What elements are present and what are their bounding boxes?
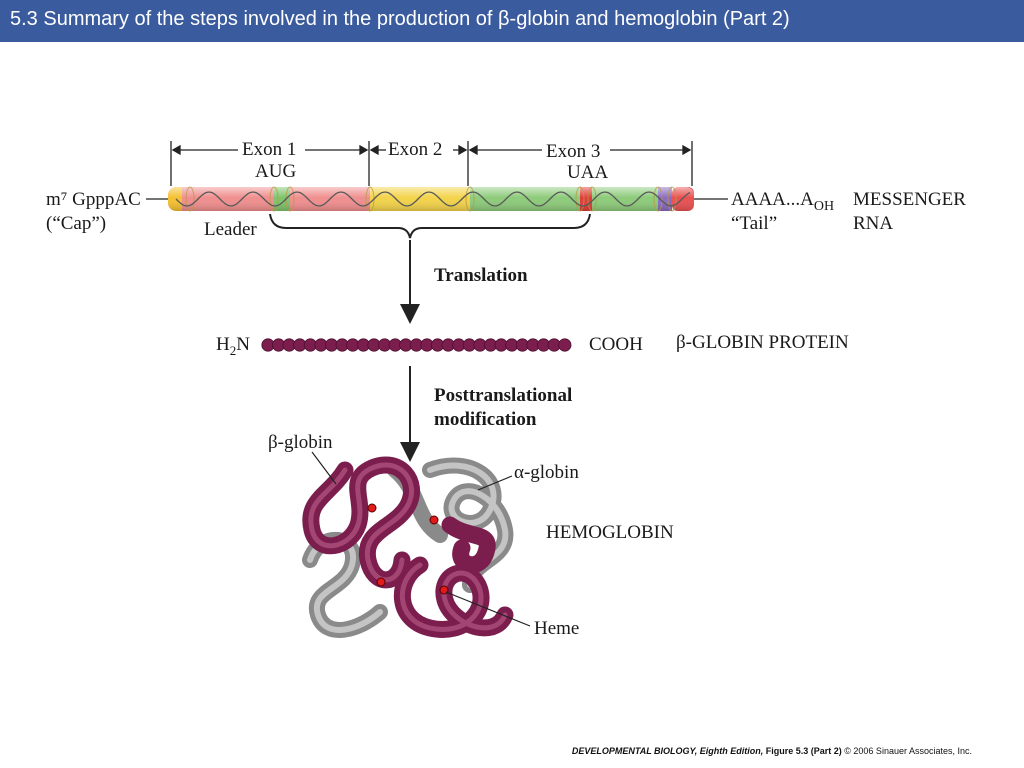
exon-brackets: [170, 141, 693, 186]
rna-label: RNA: [853, 213, 894, 234]
hemoglobin-molecule: [302, 456, 514, 638]
mrna-wave: [175, 191, 691, 207]
title-bar: 5.3 Summary of the steps involved in the…: [0, 0, 1024, 42]
messenger-label: MESSENGER: [853, 189, 966, 210]
coding-region-brace: [269, 213, 591, 239]
beta-globin-label: β-globin: [268, 432, 333, 453]
alpha-globin-label: α-globin: [514, 462, 579, 483]
cap-name: (“Cap”): [46, 213, 107, 234]
tail-label: AAAA...AOH: [731, 189, 835, 214]
posttranslational-label: Posttranslational: [434, 385, 573, 406]
exon2-label: Exon 2: [388, 139, 443, 160]
figure-credit: DEVELOPMENTAL BIOLOGY, Eighth Edition, F…: [572, 746, 972, 756]
exon3-label: Exon 3: [546, 141, 601, 162]
heme-label: Heme: [534, 618, 580, 639]
c-terminus-label: COOH: [589, 334, 643, 355]
copyright: © 2006 Sinauer Associates, Inc.: [844, 746, 972, 756]
hemoglobin-label: HEMOGLOBIN: [546, 522, 674, 543]
alpha-label-line: [477, 475, 513, 491]
start-codon-label: AUG: [255, 161, 297, 182]
stop-codon-label: UAA: [567, 162, 609, 183]
beta-globin-chain: [261, 338, 572, 352]
slide-title: 5.3 Summary of the steps involved in the…: [10, 8, 790, 30]
n-terminus-label: H2N: [216, 334, 250, 358]
beta-globin-protein-label: β-GLOBIN PROTEIN: [676, 332, 849, 353]
tail-name: “Tail”: [731, 213, 778, 234]
exon1-label: Exon 1: [242, 139, 297, 160]
translation-label: Translation: [434, 265, 528, 286]
mrna-strand: [168, 186, 694, 212]
leader-label: Leader: [204, 219, 257, 240]
book-title: DEVELOPMENTAL BIOLOGY, Eighth Edition,: [571, 746, 764, 756]
beta-label-line: [311, 451, 337, 485]
amino-acid-bead: [558, 338, 572, 352]
figure-number: Figure 5.3 (Part 2): [765, 746, 842, 756]
heme-label-line: [445, 591, 531, 627]
cap-label: m⁷ GpppAC: [46, 189, 141, 210]
modification-label: modification: [434, 409, 537, 430]
